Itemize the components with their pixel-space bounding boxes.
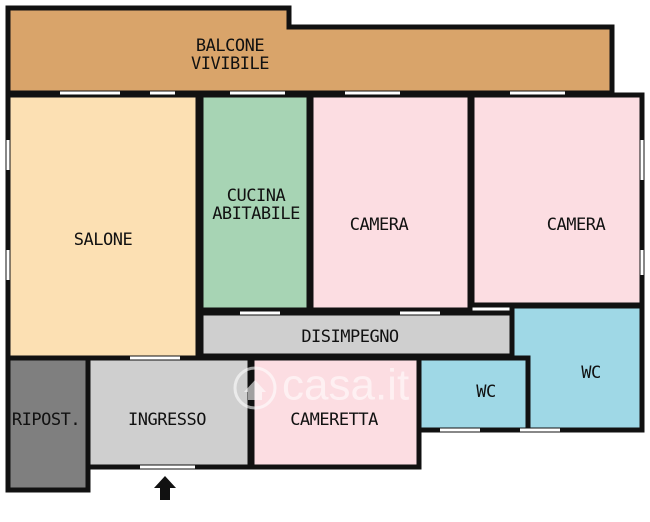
room-label-ripostiglio: RIPOST.: [12, 410, 80, 430]
room-wc-small: [416, 355, 531, 433]
room-cameretta: [249, 355, 422, 470]
room-ripostiglio: [5, 355, 91, 493]
room-label-wc-small: WC: [476, 382, 495, 402]
room-salone: [5, 92, 201, 361]
room-wc-large: [509, 303, 645, 433]
room-label-cameretta: CAMERETTA: [290, 410, 378, 430]
room-camera-1: [308, 92, 473, 313]
arrow-up-icon: [154, 476, 176, 500]
room-label-balcone: VIVIBILE: [191, 54, 269, 74]
room-label-salone: SALONE: [74, 230, 133, 250]
watermark-text: casa.it: [282, 361, 409, 410]
room-label-balcone: BALCONE: [196, 36, 264, 56]
room-label-cucina: ABITABILE: [212, 204, 300, 224]
room-label-wc-large: WC: [581, 363, 600, 383]
room-camera-2: [469, 92, 645, 308]
room-label-ingresso: INGRESSO: [128, 410, 206, 430]
room-label-disimpegno: DISIMPEGNO: [301, 327, 399, 347]
room-label-camera-2: CAMERA: [547, 215, 606, 235]
room-label-camera-1: CAMERA: [350, 215, 409, 235]
house-logo-icon: [233, 366, 277, 410]
room-balcone: [5, 5, 615, 96]
room-label-cucina: CUCINA: [227, 186, 286, 206]
